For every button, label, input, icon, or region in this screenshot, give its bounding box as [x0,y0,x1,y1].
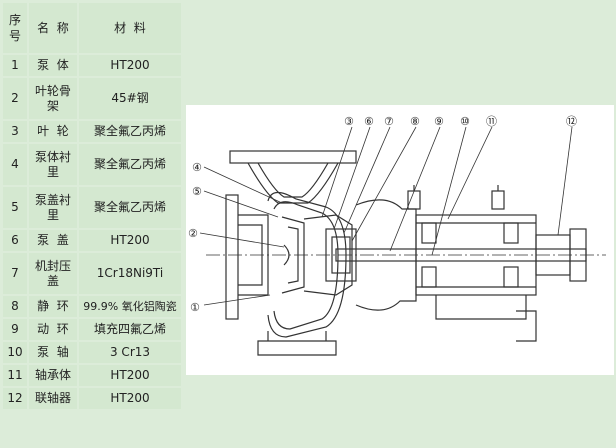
callout-8: ⑧ [410,115,420,128]
callout-1: ① [190,301,200,314]
row-name: 叶轮骨架 [29,78,77,119]
row-name: 泵体衬里 [29,144,77,185]
table-row: 9 动 环 填充四氟乙烯 [3,319,181,340]
callout-5: ⑤ [192,185,202,198]
row-no: 12 [3,388,27,409]
row-name: 联轴器 [29,388,77,409]
pump-cover [303,214,353,296]
suction-liner [238,224,263,286]
impeller-vane [283,244,290,266]
row-name: 泵 轴 [29,342,77,363]
impeller [281,216,305,294]
discharge-liner [257,162,329,198]
casing-liner [273,201,339,330]
discharge-flange [229,150,357,164]
callout-9: ⑨ [434,115,444,128]
row-material: 填充四氟乙烯 [79,319,181,340]
row-material: 聚全氟乙丙烯 [79,121,181,142]
row-material: 聚全氟乙丙烯 [79,187,181,228]
bearing-front-top [421,222,437,244]
row-no: 1 [3,55,27,76]
row-no: 4 [3,144,27,185]
row-name: 叶 轮 [29,121,77,142]
table-row: 3 叶 轮 聚全氟乙丙烯 [3,121,181,142]
housing-support [435,295,527,320]
row-no: 2 [3,78,27,119]
row-material: 1Cr18Ni9Ti [79,253,181,294]
leader-lines [199,126,573,306]
header-material: 材 料 [79,3,181,53]
row-name: 轴承体 [29,365,77,386]
foot-legs [267,331,327,341]
table-row: 10 泵 轴 3 Cr13 [3,342,181,363]
row-no: 6 [3,230,27,251]
row-name: 静 环 [29,296,77,317]
housing-foot [516,310,537,342]
bearing-front-bottom [421,266,437,288]
row-material: HT200 [79,388,181,409]
row-material: 45#钢 [79,78,181,119]
table-row: 6 泵 盖 HT200 [3,230,181,251]
table-row: 8 静 环 99.9% 氧化铝陶瓷 [3,296,181,317]
callout-12: ⑫ [566,115,577,128]
mechanical-seal [325,228,357,282]
suction-inlet [238,214,269,296]
oil-cup-right [491,190,505,210]
header-name: 名 称 [29,3,77,53]
table-row: 11 轴承体 HT200 [3,365,181,386]
parts-table: 序号 名 称 材 料 1 泵 体 HT200 2 叶轮骨架 45#钢 3 叶 轮… [1,1,183,411]
callout-3: ③ [344,115,354,128]
row-name: 泵盖衬里 [29,187,77,228]
row-name: 动 环 [29,319,77,340]
coupling-flange [569,228,587,282]
row-name: 泵 体 [29,55,77,76]
callout-11: ⑪ [486,115,497,128]
pump-foot [257,340,337,356]
seal-ring [331,236,351,274]
callout-4: ④ [192,161,202,174]
table-row: 4 泵体衬里 聚全氟乙丙烯 [3,144,181,185]
row-material: 99.9% 氧化铝陶瓷 [79,296,181,317]
row-material: 聚全氟乙丙烯 [79,144,181,185]
row-material: HT200 [79,365,181,386]
table-row: 5 泵盖衬里 聚全氟乙丙烯 [3,187,181,228]
table-row: 2 叶轮骨架 45#钢 [3,78,181,119]
pump-drawing-svg: ① ② ⑤ ④ ③ ⑥ ⑦ ⑧ ⑨ ⑩ ⑪ ⑫ [188,115,606,356]
table-row: 7 机封压盖 1Cr18Ni9Ti [3,253,181,294]
row-no: 3 [3,121,27,142]
row-no: 10 [3,342,27,363]
header-no: 序号 [3,3,27,53]
row-material: HT200 [79,230,181,251]
bearing-rear-top [503,222,519,244]
row-no: 11 [3,365,27,386]
row-material: HT200 [79,55,181,76]
pump-casing [267,191,347,338]
callout-markers: ① ② ⑤ ④ ③ ⑥ ⑦ ⑧ ⑨ ⑩ ⑪ ⑫ [188,115,577,314]
table-row: 1 泵 体 HT200 [3,55,181,76]
suction-flange [225,194,239,320]
callout-10: ⑩ [460,115,470,128]
row-name: 泵 盖 [29,230,77,251]
row-material: 3 Cr13 [79,342,181,363]
callout-7: ⑦ [384,115,394,128]
row-no: 5 [3,187,27,228]
row-name: 机封压盖 [29,253,77,294]
pump-section-drawing: ① ② ⑤ ④ ③ ⑥ ⑦ ⑧ ⑨ ⑩ ⑪ ⑫ [186,105,614,375]
callout-2: ② [188,227,198,240]
callout-6: ⑥ [364,115,374,128]
oil-cup-left [407,190,421,210]
impeller-core [287,226,299,284]
row-no: 7 [3,253,27,294]
bearing-rear-bottom [503,266,519,288]
table-header-row: 序号 名 称 材 料 [3,3,181,53]
row-no: 8 [3,296,27,317]
row-no: 9 [3,319,27,340]
table-row: 12 联轴器 HT200 [3,388,181,409]
